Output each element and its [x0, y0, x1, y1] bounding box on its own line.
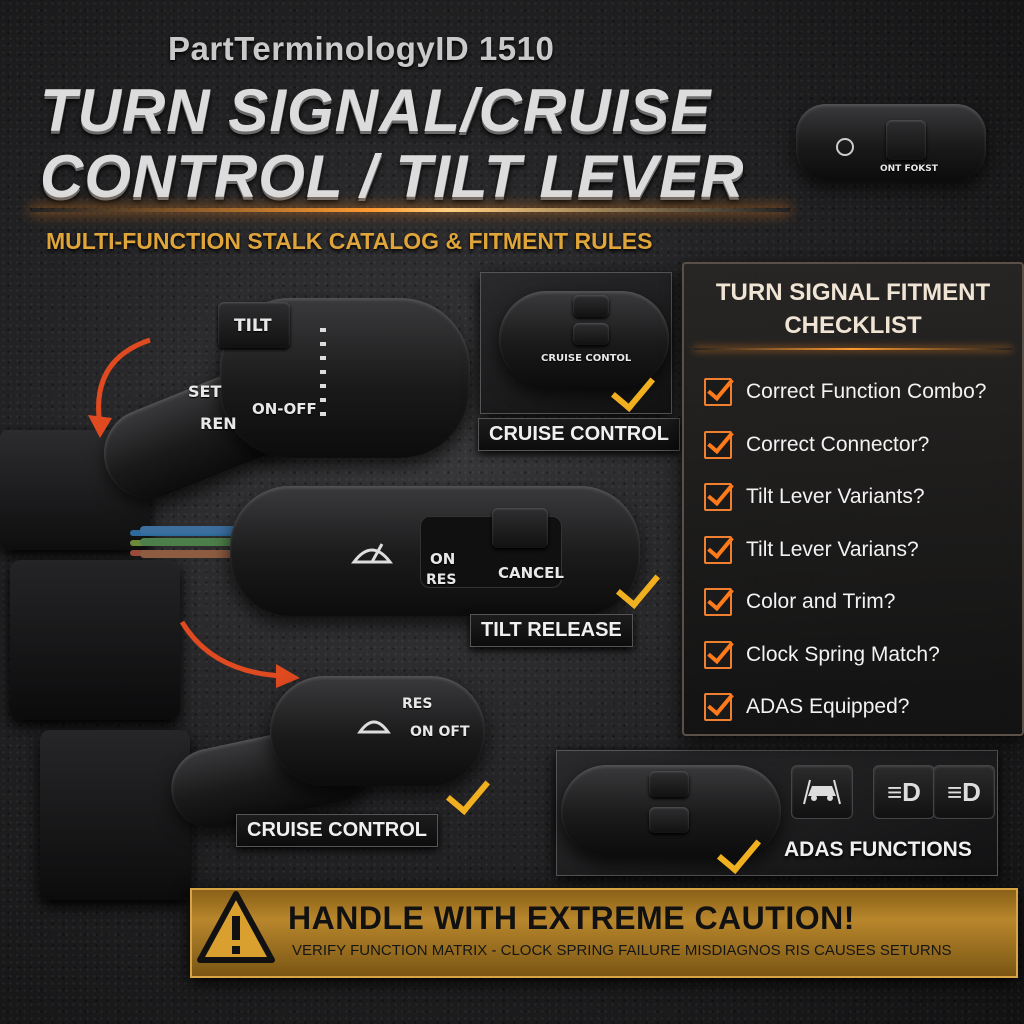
- checkbox-checked-icon: [704, 430, 732, 459]
- checklist-items: Correct Function Combo? Correct Connecto…: [704, 366, 986, 734]
- warning-triangle-icon: [197, 891, 275, 963]
- checklist-item-label: ADAS Equipped?: [746, 695, 910, 719]
- checklist-title-line-1: TURN SIGNAL FITMENT: [715, 279, 991, 306]
- caution-subtitle: VERIFY FUNCTION MATRIX - CLOCK SPRING FA…: [292, 942, 952, 959]
- wiper-icon: [357, 720, 391, 734]
- cruise-control-inset: CRUISE CONTOL: [480, 272, 672, 414]
- checklist-item: ADAS Equipped?: [704, 681, 986, 734]
- stalk-middle-res: RES: [426, 572, 457, 588]
- stalk-bottom-res: RES: [402, 696, 433, 712]
- title-divider: [30, 208, 790, 212]
- inset-cruise-text: CRUISE CONTOL: [541, 353, 632, 364]
- fog-light-icon: ≡D: [933, 765, 995, 819]
- checklist-item-label: Tilt Lever Varians?: [746, 537, 919, 561]
- page-subtitle: MULTI-FUNCTION STALK CATALOG & FITMENT R…: [46, 228, 653, 254]
- checklist-item-label: Clock Spring Match?: [746, 642, 940, 666]
- page-title: TURN SIGNAL/CRUISE CONTROL / TILT LEVER: [40, 78, 800, 210]
- checklist-item: Clock Spring Match?: [704, 629, 986, 682]
- label-cruise-control-bottom: CRUISE CONTROL: [236, 814, 438, 847]
- stalk-top-ren: REN: [200, 414, 237, 433]
- checklist-item-label: Correct Connector?: [746, 432, 930, 456]
- checklist-item: Color and Trim?: [704, 576, 986, 629]
- checklist-item: Correct Function Combo?: [704, 366, 986, 419]
- checkbox-checked-icon: [704, 588, 732, 617]
- checklist-title: TURN SIGNAL FITMENT CHECKLIST: [684, 276, 1022, 342]
- title-line-2: CONTROL / TILT LEVER: [40, 143, 745, 210]
- stalk-middle: ON RES CANCEL: [140, 476, 650, 636]
- title-line-1: TURN SIGNAL/CRUISE: [40, 77, 712, 144]
- checklist-item: Tilt Lever Variants?: [704, 471, 986, 524]
- fog-light-icon: ≡D: [873, 765, 935, 819]
- stalk-middle-on: ON: [430, 550, 456, 568]
- checkbox-checked-icon: [704, 378, 732, 407]
- column-housing: [0, 430, 250, 900]
- stalk-bottom-on-off: ON OFT: [410, 724, 470, 740]
- arrow-icon: [179, 620, 300, 688]
- checklist-item-label: Correct Function Combo?: [746, 380, 987, 404]
- checklist-item: Tilt Lever Varians?: [704, 524, 986, 577]
- header-switch-text: ONT FOKST: [880, 164, 938, 174]
- stalk-top-tilt: TILT: [234, 316, 272, 336]
- stalk-top-set: SET: [188, 382, 222, 401]
- checklist-divider: [694, 348, 1012, 350]
- checklist-item: Correct Connector?: [704, 419, 986, 472]
- checkbox-checked-icon: [704, 693, 732, 722]
- adas-inset: ≡D ≡D: [556, 750, 998, 876]
- fitment-checklist-panel: TURN SIGNAL FITMENT CHECKLIST Correct Fu…: [682, 262, 1024, 736]
- checkbox-checked-icon: [704, 535, 732, 564]
- checkbox-checked-icon: [704, 483, 732, 512]
- stalk-bottom: RES ON OFT: [163, 666, 490, 836]
- label-tilt-release: TILT RELEASE: [470, 614, 633, 647]
- arrow-icon: [88, 337, 151, 438]
- stalk-middle-cancel: CANCEL: [498, 564, 564, 582]
- label-cruise-control-inset: CRUISE CONTROL: [478, 418, 680, 451]
- part-terminology-id: PartTerminologyID 1510: [168, 30, 555, 67]
- checklist-item-label: Tilt Lever Variants?: [746, 485, 925, 509]
- checklist-title-line-2: CHECKLIST: [784, 312, 922, 339]
- caution-banner: HANDLE WITH EXTREME CAUTION! VERIFY FUNC…: [190, 888, 1018, 978]
- label-adas-functions: ADAS FUNCTIONS: [784, 838, 972, 861]
- checkbox-checked-icon: [704, 640, 732, 669]
- wiper-icon: [350, 543, 394, 564]
- checklist-item-label: Color and Trim?: [746, 590, 896, 614]
- stalk-top-on-off: ON-OFF: [252, 400, 317, 418]
- stalk-top: TILT SET REN ON-OFF: [90, 278, 470, 513]
- header-switch-image: ONT FOKST: [796, 98, 996, 186]
- car-lane-icon: [791, 765, 853, 819]
- caution-title: HANDLE WITH EXTREME CAUTION!: [288, 900, 855, 936]
